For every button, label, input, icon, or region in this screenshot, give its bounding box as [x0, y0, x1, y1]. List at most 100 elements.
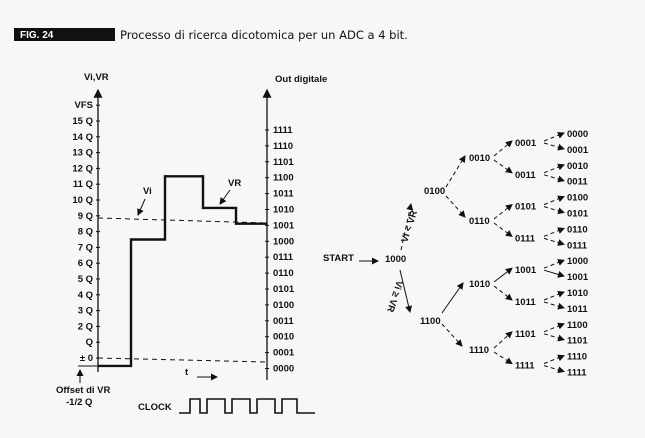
tree-node-level4: 1011 [567, 304, 588, 315]
y-tick-label: 4 Q [78, 290, 93, 301]
tree-node-level1: 0100 [424, 186, 445, 197]
start-label: START [323, 253, 354, 264]
tree-node-level4: 0000 [567, 129, 588, 140]
tree-edge [493, 285, 513, 301]
tree-edge [400, 203, 414, 251]
tree-edge [399, 269, 413, 313]
clock-label: CLOCK [138, 402, 172, 413]
figure-label: FIG. 24 [20, 30, 54, 41]
out-tick-label: 1111 [273, 125, 293, 136]
tree-node-level4: 0100 [567, 193, 588, 204]
tree-node-level2: 1010 [469, 279, 490, 290]
tree-edge [493, 267, 513, 283]
tree-edge [543, 259, 565, 269]
tree-node-level4: 1000 [567, 256, 588, 267]
tree-node-level3: 1011 [515, 297, 536, 308]
tree-node-level3: 0011 [515, 170, 536, 181]
vr-pointer-arrow [219, 189, 231, 205]
y-tick-label: ± 0 [80, 353, 93, 364]
tree-node-level2: 1110 [469, 345, 489, 356]
tree-node-level4: 1001 [567, 272, 589, 283]
tree-edge [543, 142, 565, 151]
tree-edge [493, 140, 513, 157]
offset-value: -1/2 Q [66, 397, 92, 408]
out-tick-label: 1110 [273, 141, 293, 152]
tree-edge [543, 206, 565, 215]
tree-edge [543, 365, 565, 374]
tree-node-level4: 0010 [567, 161, 588, 172]
branch-up-label: Vi < VR [399, 209, 420, 244]
y-tick-label: 14 Q [72, 132, 93, 143]
tree-edge [543, 354, 565, 365]
y-tick-label: 13 Q [72, 148, 93, 159]
y-tick-label: 10 Q [72, 195, 93, 206]
tree-edge [493, 331, 513, 349]
tree-node-level4: 0101 [567, 209, 589, 220]
out-tick-label: 1000 [273, 236, 294, 247]
clock-waveform [179, 398, 315, 414]
vr-label: VR [228, 178, 241, 189]
tree-edge [543, 269, 565, 278]
out-tick-label: 1100 [273, 173, 294, 184]
tree-edge [493, 159, 513, 174]
y-tick-label: 7 Q [78, 242, 93, 253]
vi-pointer-arrow [137, 198, 146, 216]
tree-edge [543, 333, 565, 342]
out-tick-label: 0111 [273, 252, 294, 263]
tree-edge [543, 131, 565, 142]
tree-node-level4: 0110 [567, 224, 588, 235]
tree-node-level3: 1001 [515, 265, 537, 276]
tree-node-level4: 1100 [567, 320, 588, 331]
out-tick-label: 0001 [273, 348, 295, 359]
left-axis-title: Vi,VR [84, 72, 109, 83]
out-tick-label: 1101 [273, 157, 294, 168]
vr-staircase [98, 175, 267, 368]
y-tick-label: VFS [75, 100, 93, 111]
tree-edge [543, 322, 565, 333]
tree-node-level4: 1110 [567, 352, 587, 363]
zero-dashed-line [97, 357, 268, 363]
out-tick-label: 1011 [273, 189, 294, 200]
out-tick-label: 0110 [273, 268, 294, 279]
y-tick-label: 9 Q [78, 211, 93, 222]
y-tick-label: 11 Q [73, 179, 93, 190]
tree-node-level4: 0001 [567, 145, 589, 156]
tree-edge [493, 351, 513, 365]
tree-node-level4: 1101 [567, 336, 588, 347]
tree-edge [441, 323, 463, 347]
y-tick-label: Q [86, 337, 93, 348]
tree-edge [493, 222, 513, 237]
tree-node-level3: 0101 [515, 202, 537, 213]
vi-label: Vi [143, 186, 152, 197]
right-axis-title: Out digitale [275, 74, 327, 85]
out-tick-label: 0101 [273, 284, 295, 295]
tree-node-level3: 1111 [515, 361, 535, 372]
tree-edge [543, 301, 565, 310]
offset-label: Offset di VR [56, 385, 111, 396]
tree-edge [441, 282, 464, 314]
tree-edge [543, 195, 565, 206]
branch-down-label: Vi ≥ VR [384, 279, 405, 313]
tree-edge [445, 155, 466, 188]
tree-edge [543, 290, 565, 301]
y-tick-label: 2 Q [78, 321, 93, 332]
tree-edge [493, 203, 513, 220]
out-tick-label: 0010 [273, 332, 294, 343]
tree-node-level2: 0010 [469, 153, 490, 164]
tree-node-level4: 0111 [567, 240, 588, 251]
tree-edge [543, 163, 565, 174]
time-label: t [185, 367, 189, 378]
tree-edge [543, 174, 565, 183]
tree-node-level4: 1111 [567, 368, 587, 379]
tree-edge [543, 237, 565, 246]
tree-node-level3: 0111 [515, 233, 536, 244]
tree-node-level1: 1100 [420, 316, 441, 327]
y-tick-label: 15 Q [72, 116, 93, 127]
y-tick-label: 12 Q [72, 163, 93, 174]
y-tick-label: 3 Q [78, 306, 93, 317]
figure-caption: Processo di ricerca dicotomica per un AD… [120, 28, 408, 42]
out-tick-label: 0100 [273, 300, 294, 311]
tree-node-level4: 0011 [567, 177, 588, 188]
out-tick-label: 0011 [273, 316, 294, 327]
